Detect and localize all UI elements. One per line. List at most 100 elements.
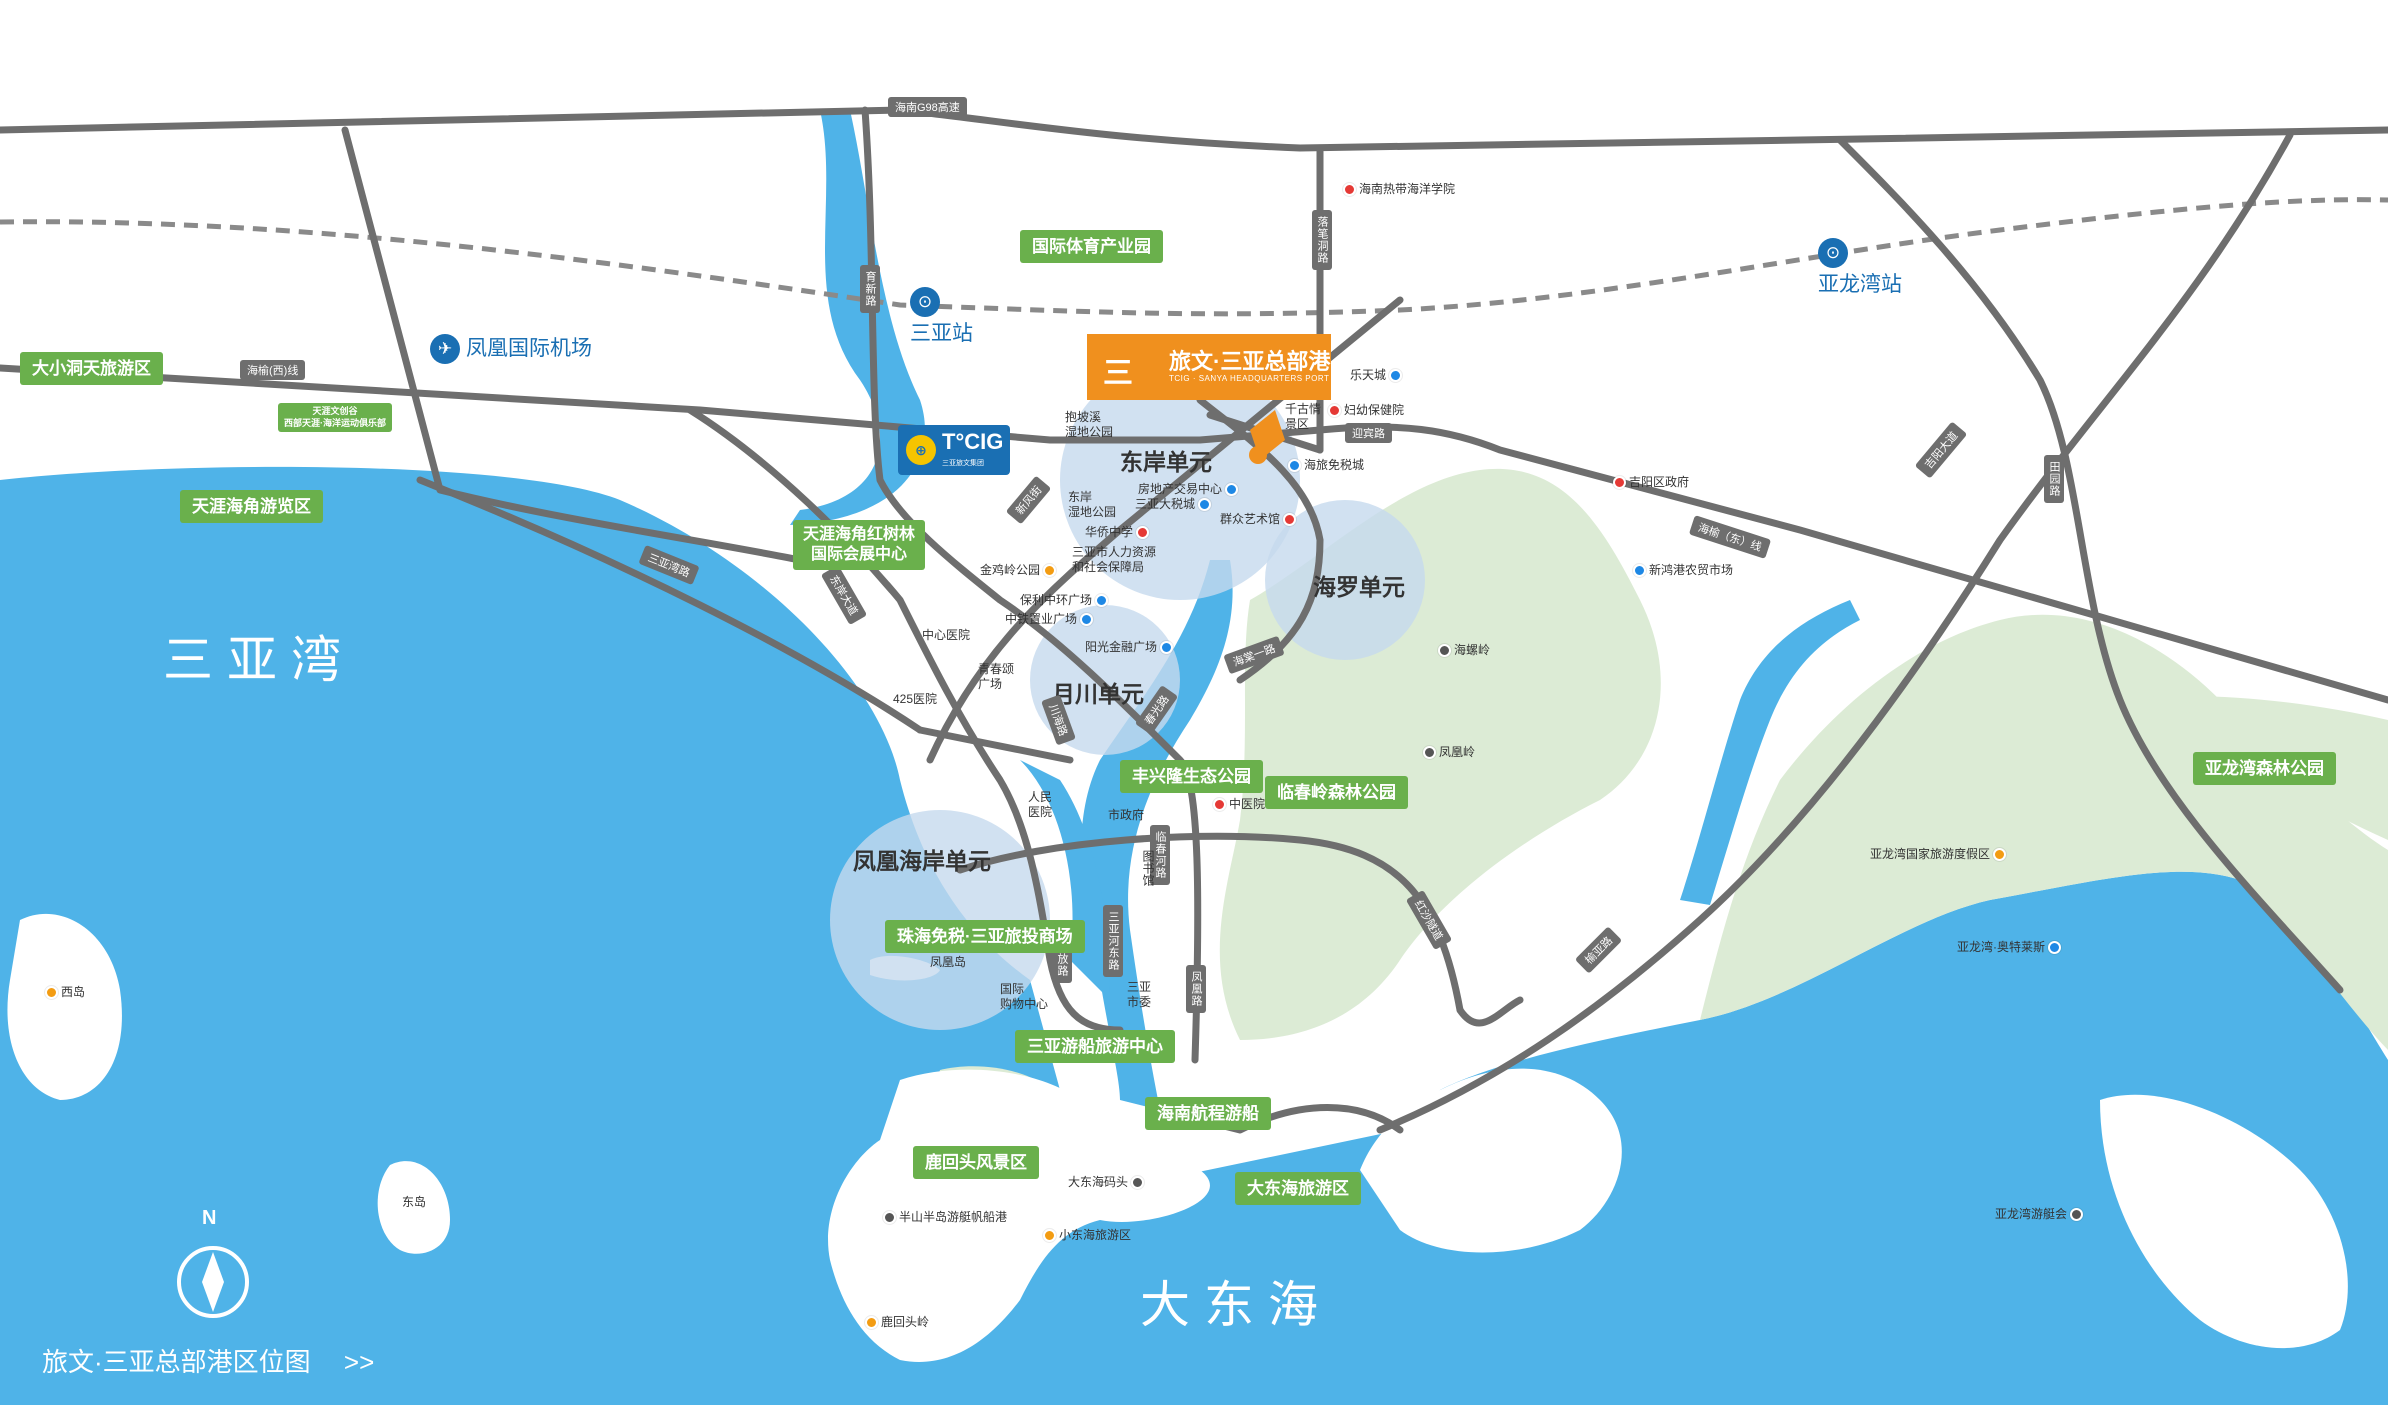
poi-gov[interactable]: 市政府: [1108, 808, 1145, 822]
poi-yangguang[interactable]: 阳光金融广场: [1085, 640, 1176, 655]
poi-jinjiling[interactable]: 金鸡岭公园: [980, 563, 1059, 578]
tag-cruise[interactable]: 三亚游船旅游中心: [1015, 1030, 1175, 1064]
east-headland: [2100, 1094, 2348, 1349]
river-east: [1680, 600, 1860, 905]
tag-wenjin[interactable]: 天涯文创谷 西部天涯·海洋运动俱乐部: [278, 403, 392, 433]
poi-dot-icon: [1288, 459, 1301, 473]
poi-dongdao[interactable]: 东岛: [402, 1195, 427, 1209]
hq-title: 旅文·三亚总部港: [1169, 349, 1331, 374]
poi-committee[interactable]: 三亚 市委: [1127, 980, 1152, 1009]
tag-tianya[interactable]: 天涯海角游览区: [180, 490, 323, 524]
tag-hainan-cruise[interactable]: 海南航程游船: [1145, 1097, 1271, 1131]
dongan-unit-label: 东岸单元: [1120, 449, 1212, 475]
sanya-bay-road: [416, 476, 924, 734]
yalongwan-station[interactable]: ⊙亚龙湾站: [1818, 238, 1902, 298]
poi-property[interactable]: 房地产交易中心: [1138, 482, 1241, 497]
airport-label: 凤凰国际机场: [466, 337, 592, 360]
sanya-bay-water: [0, 466, 2388, 1405]
hongsha-road: [1456, 996, 1524, 1027]
poi-jiyang-gov[interactable]: 吉阳区政府: [1610, 475, 1689, 490]
tag-dadongtian[interactable]: 大小洞天旅游区: [20, 352, 163, 386]
poi-banshan[interactable]: 半山半岛游艇帆船港: [880, 1210, 1007, 1225]
footer-title: 旅文·三亚总部港区位图 >>: [42, 1342, 374, 1379]
footer-arrow-icon: >>: [343, 1347, 375, 1377]
poi-dot-icon: [1633, 564, 1646, 578]
tag-luhuitou[interactable]: 鹿回头风景区: [913, 1146, 1039, 1180]
poi-tropical-ocean[interactable]: 海南热带海洋学院: [1340, 182, 1455, 197]
east-diagonal: [926, 296, 1404, 764]
hq-subtitle: TCIG · SANYA HEADQUARTERS PORT: [1169, 374, 1330, 383]
road-label-g98: 海南G98高速: [888, 97, 967, 117]
poi-fenghuang-island[interactable]: 凤凰岛: [930, 955, 967, 969]
train-station-icon: ⊙: [1818, 238, 1848, 268]
road-label-haiyu-west: 海榆(西)线: [240, 360, 306, 380]
poi-dot-icon: [1423, 746, 1436, 760]
poi-dot-icon: [1043, 1229, 1056, 1243]
poi-dot-icon: [1043, 564, 1057, 578]
poi-yalong-resort[interactable]: 亚龙湾国家旅游度假区: [1870, 847, 2009, 862]
poi-xiaodonghai[interactable]: 小东海旅游区: [1040, 1228, 1131, 1243]
poi-dot-icon: [1160, 641, 1174, 655]
tag-yalong-forest[interactable]: 亚龙湾森林公园: [2193, 752, 2336, 786]
poi-library[interactable]: 图书馆: [1141, 850, 1155, 886]
poi-dongan-wetland[interactable]: 东岸 湿地公园: [1068, 490, 1117, 519]
poi-baolu[interactable]: 抱坡溪 湿地公园: [1065, 410, 1114, 439]
poi-fenghuangling[interactable]: 凤凰岭: [1420, 745, 1475, 760]
poi-yacht[interactable]: 亚龙湾游艇会: [1995, 1207, 2086, 1222]
poi-dot-icon: [1095, 594, 1109, 608]
poi-huaqiao[interactable]: 华侨中学: [1085, 525, 1152, 540]
headquarters-label[interactable]: 三 旅文·三亚总部港 TCIG · SANYA HEADQUARTERS POR…: [1087, 334, 1331, 400]
hq-logo-icon: 三: [1103, 357, 1133, 390]
poi-intl-shopping[interactable]: 国际 购物中心: [1000, 982, 1049, 1011]
poi-duty-free[interactable]: 海旅免税城: [1285, 458, 1364, 473]
poi-tcm[interactable]: 中医院: [1210, 797, 1265, 812]
road-label-linchunhe: 临春河路: [1150, 825, 1170, 885]
tag-dadonghai[interactable]: 大东海旅游区: [1235, 1172, 1361, 1206]
poi-qingchun[interactable]: 青春颂 广场: [978, 662, 1015, 691]
poi-luhuitouling[interactable]: 鹿回头岭: [862, 1315, 929, 1330]
poi-hr[interactable]: 三亚市人力资源 和社会保障局: [1072, 545, 1157, 574]
poi-sanya-tax[interactable]: 三亚大税城: [1135, 497, 1214, 512]
tag-fengxing[interactable]: 丰兴隆生态公园: [1120, 760, 1263, 794]
poi-letian[interactable]: 乐天城: [1350, 368, 1405, 383]
poi-aotelaisi[interactable]: 亚龙湾·奥特莱斯: [1957, 940, 2064, 955]
poi-dot-icon: [883, 1211, 896, 1225]
poi-zhongtie[interactable]: 中铁置业广场: [1005, 612, 1096, 627]
poi-dot-icon: [865, 1316, 878, 1330]
airplane-icon: ✈: [430, 334, 460, 365]
poi-dot-icon: [1136, 526, 1150, 540]
tcig-subtitle: 三亚旅文集团: [942, 460, 984, 467]
bay-road-west: [916, 726, 1074, 764]
poi-baoli[interactable]: 保利中环广场: [1020, 593, 1111, 608]
sanya-station[interactable]: ⊙三亚站: [910, 287, 973, 347]
poi-dadonghai-pier[interactable]: 大东海码头: [1068, 1175, 1147, 1190]
tcig-logo[interactable]: ⊕ T°CIG 三亚旅文集团: [898, 425, 1010, 475]
tag-linchun[interactable]: 临春岭森林公园: [1265, 776, 1408, 810]
poi-xinhong[interactable]: 新鸿港农贸市场: [1630, 563, 1733, 578]
poi-hospital-center[interactable]: 中心医院: [922, 628, 971, 642]
yalong-coast: [1360, 1068, 1622, 1253]
poi-culture[interactable]: 群众艺术馆: [1220, 512, 1299, 527]
tag-sports[interactable]: 国际体育产业园: [1020, 230, 1163, 264]
poi-dot-icon: [1198, 498, 1212, 512]
road-label-fenghuang: 凤凰路: [1186, 965, 1206, 1013]
road-label-luobi: 落笔洞路: [1312, 210, 1332, 270]
poi-hospital-425[interactable]: 425医院: [893, 692, 938, 706]
tag-zhuhai[interactable]: 珠海免税·三亚旅投商场: [885, 920, 1085, 954]
poi-dot-icon: [2048, 941, 2061, 955]
poi-hailuoling[interactable]: 海螺岭: [1435, 643, 1490, 658]
poi-dot-icon: [2070, 1208, 2084, 1222]
airport-station[interactable]: ✈ 凤凰国际机场: [430, 332, 592, 365]
fenghuang-coast-unit-label: 凤凰海岸单元: [853, 848, 991, 874]
poi-people-hospital[interactable]: 人民 医院: [1028, 790, 1053, 819]
poi-qiangu[interactable]: 千古情 景区: [1285, 402, 1322, 431]
tag-mangrove[interactable]: 天涯海角红树林 国际会展中心: [793, 520, 926, 570]
poi-dot-icon: [1993, 848, 2007, 862]
poi-dot-icon: [1389, 369, 1403, 383]
yuechuan-unit-label: 月川单元: [1052, 681, 1144, 707]
poi-xidao[interactable]: 西岛: [42, 985, 85, 1000]
train-station-icon: ⊙: [910, 287, 940, 317]
tianyuan-road: [1836, 136, 2344, 994]
compass-icon: [177, 1246, 249, 1318]
poi-fuyou[interactable]: 妇幼保健院: [1325, 403, 1404, 418]
